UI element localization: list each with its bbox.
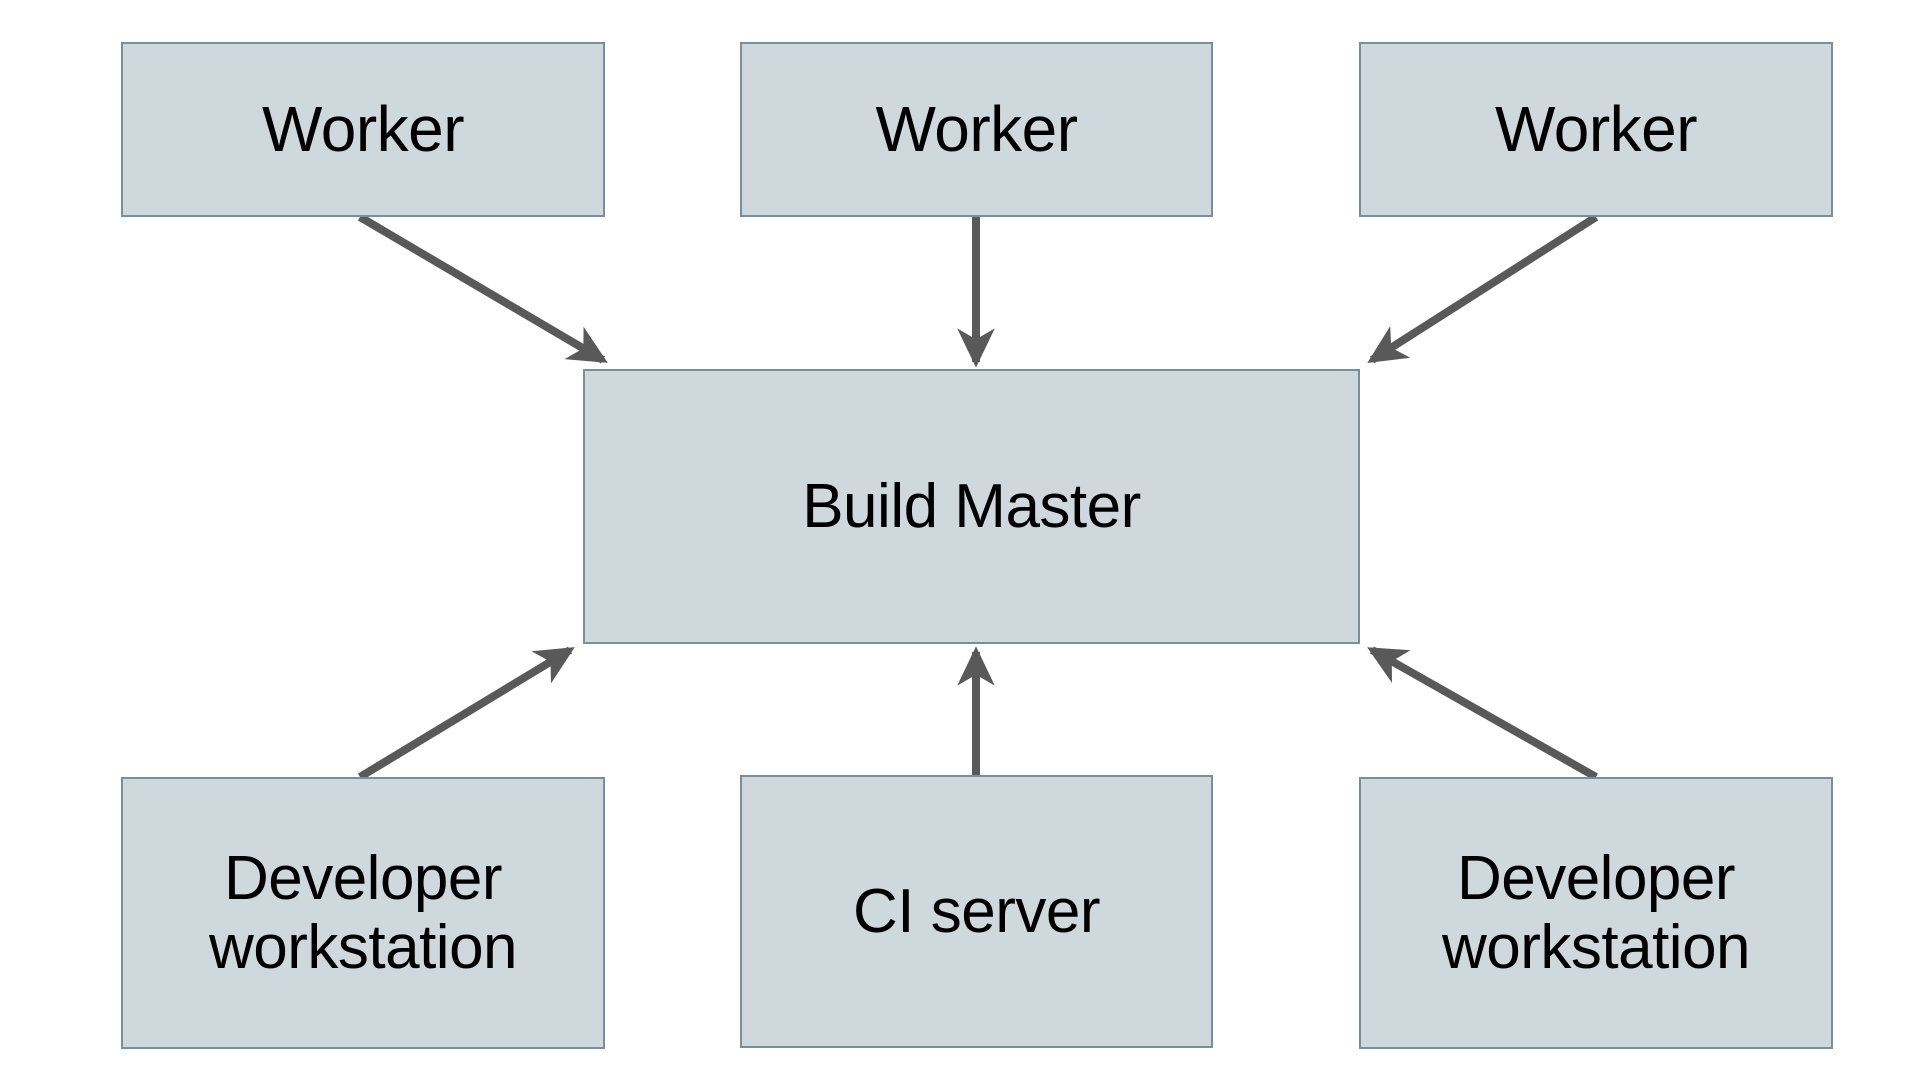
node-developer-workstation-left-label: Developer workstation bbox=[208, 843, 518, 982]
node-worker-left-label: Worker bbox=[261, 92, 465, 165]
edge-dev-left-to-master bbox=[357, 646, 575, 781]
node-ci-server-label: CI server bbox=[853, 876, 1100, 946]
edge-dev-right-to-master bbox=[1367, 646, 1598, 781]
node-worker-right[interactable]: Worker bbox=[1359, 42, 1833, 217]
node-worker-right-label: Worker bbox=[1494, 92, 1698, 165]
node-build-master[interactable]: Build Master bbox=[583, 369, 1360, 644]
node-build-master-label: Build Master bbox=[802, 471, 1141, 541]
edge-worker-left-to-master bbox=[357, 213, 608, 364]
node-developer-workstation-left[interactable]: Developer workstation bbox=[121, 777, 605, 1049]
node-worker-center[interactable]: Worker bbox=[740, 42, 1213, 217]
node-worker-center-label: Worker bbox=[875, 92, 1078, 165]
edge-worker-right-to-master bbox=[1367, 213, 1599, 364]
node-worker-left[interactable]: Worker bbox=[121, 42, 605, 217]
node-developer-workstation-right-label: Developer workstation bbox=[1441, 843, 1751, 982]
node-developer-workstation-right[interactable]: Developer workstation bbox=[1359, 777, 1833, 1049]
node-ci-server[interactable]: CI server bbox=[740, 775, 1213, 1048]
